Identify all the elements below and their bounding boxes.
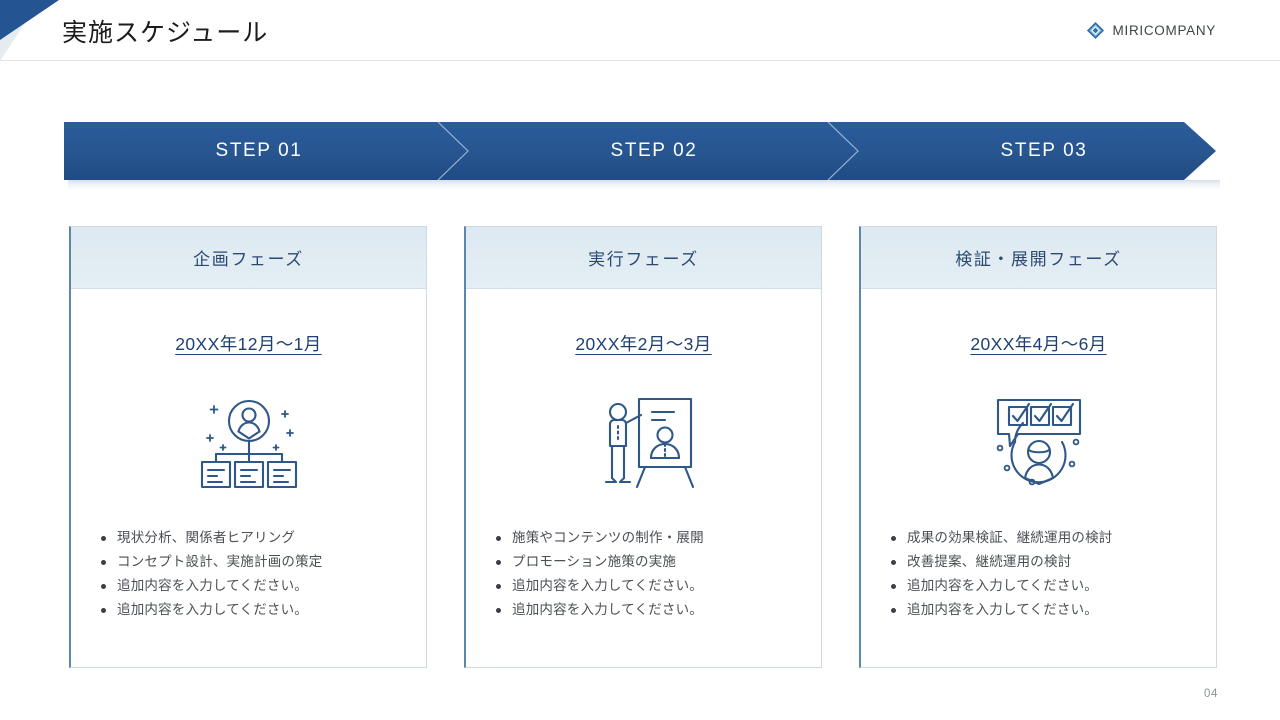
- phase-card-3-bullets: 成果の効果検証、継続運用の検討 改善提案、継続運用の検討 追加内容を入力してくだ…: [861, 526, 1216, 622]
- slide-header: 実施スケジュール MIRICOMPANY: [0, 0, 1280, 61]
- list-item: 現状分析、関係者ヒアリング: [101, 526, 408, 550]
- list-item: 追加内容を入力してください。: [496, 598, 803, 622]
- list-item: 成果の効果検証、継続運用の検討: [891, 526, 1198, 550]
- phase-card-2-title: 実行フェーズ: [588, 250, 699, 269]
- list-item: 追加内容を入力してください。: [101, 598, 408, 622]
- list-item: 施策やコンテンツの制作・展開: [496, 526, 803, 550]
- phase-card-3-period: 20XX年4月〜6月: [970, 334, 1107, 354]
- list-item: プロモーション施策の実施: [496, 550, 803, 574]
- list-item: 追加内容を入力してください。: [891, 598, 1198, 622]
- page-number: 04: [1204, 688, 1218, 700]
- step-banner: STEP 01 STEP 02 STEP 03: [64, 122, 1220, 189]
- corner-triangle-deco-icon: [0, 0, 62, 61]
- phase-card-2-bullets: 施策やコンテンツの制作・展開 プロモーション施策の実施 追加内容を入力してくださ…: [466, 526, 821, 622]
- list-item: 改善提案、継続運用の検討: [891, 550, 1198, 574]
- step-banner-shadow: [68, 180, 1220, 189]
- step-label-1: STEP 01: [215, 140, 303, 161]
- phase-card-1: 企画フェーズ 20XX年12月〜1月: [69, 226, 427, 668]
- phase-card-3-title: 検証・展開フェーズ: [955, 250, 1122, 269]
- brand-name: MIRICOMPANY: [1112, 23, 1216, 38]
- phase-card-3-header: 検証・展開フェーズ: [861, 227, 1216, 289]
- list-item: 追加内容を入力してください。: [496, 574, 803, 598]
- phase-card-2-period: 20XX年2月〜3月: [575, 334, 712, 354]
- brand-logo: MIRICOMPANY: [1086, 21, 1216, 40]
- page-title: 実施スケジュール: [62, 19, 269, 47]
- person-checklist-feedback-icon: [996, 398, 1081, 486]
- phase-card-2-header: 実行フェーズ: [466, 227, 821, 289]
- person-planning-orgchart-icon: [200, 399, 297, 489]
- step-label-2: STEP 02: [610, 140, 698, 161]
- phase-card-1-bullets: 現状分析、関係者ヒアリング コンセプト設計、実施計画の策定 追加内容を入力してく…: [71, 526, 426, 622]
- list-item: 追加内容を入力してください。: [101, 574, 408, 598]
- phase-card-2: 実行フェーズ 20XX年2月〜3月: [464, 226, 822, 668]
- phase-card-1-title: 企画フェーズ: [193, 250, 304, 269]
- phase-cards: 企画フェーズ 20XX年12月〜1月: [69, 226, 1217, 668]
- step-banner-shape: [64, 122, 1216, 180]
- step-label-3: STEP 03: [1000, 140, 1088, 161]
- phase-card-1-header: 企画フェーズ: [71, 227, 426, 289]
- phase-card-3-icon-wrap: [861, 384, 1216, 504]
- list-item: コンセプト設計、実施計画の策定: [101, 550, 408, 574]
- list-item: 追加内容を入力してください。: [891, 574, 1198, 598]
- diamond-logo-icon: [1086, 21, 1104, 40]
- person-presenting-whiteboard-icon: [604, 397, 694, 489]
- phase-card-3: 検証・展開フェーズ 20XX年4月〜6月: [859, 226, 1217, 668]
- phase-card-1-icon-wrap: [71, 384, 426, 504]
- phase-card-2-icon-wrap: [466, 384, 821, 504]
- phase-card-1-period: 20XX年12月〜1月: [175, 334, 322, 354]
